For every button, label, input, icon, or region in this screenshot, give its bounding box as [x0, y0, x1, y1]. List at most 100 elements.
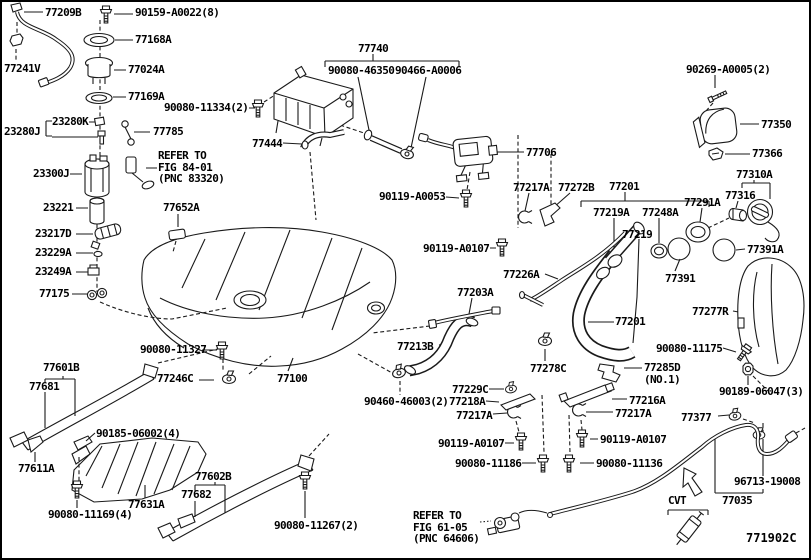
vsv-valve	[452, 135, 498, 183]
cap-seals	[667, 207, 748, 262]
part-label-90269-A0005: 90269-A0005(2)	[686, 63, 771, 76]
part-label-77209B: 77209B	[45, 6, 82, 19]
part-label-23229A: 23229A	[35, 246, 72, 259]
part-label-77272B: 77272B	[558, 181, 595, 194]
part-label-77213B: 77213B	[397, 340, 434, 353]
tank-band-rear	[157, 454, 315, 542]
part-label-77201-1: 77201	[609, 180, 640, 193]
part-label-77444: 77444	[252, 137, 283, 150]
part-label-90080-11334: 90080-11334(2)	[164, 101, 249, 114]
part-label-90460-46003: 90460-46003(2)	[364, 395, 449, 408]
charcoal-canister-assembly	[273, 65, 498, 183]
cvt-actuator	[676, 510, 705, 546]
part-label-77631A: 77631A	[128, 498, 165, 511]
part-label-23280J: 23280J	[4, 125, 41, 138]
part-label-77246C: 77246C	[157, 372, 194, 385]
part-label-77219A: 77219A	[593, 206, 630, 219]
part-label-77366: 77366	[752, 147, 783, 160]
part-label-23249A: 23249A	[35, 265, 72, 278]
part-label-77203A: 77203A	[457, 286, 494, 299]
cable-lock-mechanism	[486, 509, 548, 536]
figure-code: 771902C	[746, 531, 797, 545]
fuel-pump-assembly-parts	[83, 32, 186, 301]
band-spacer	[27, 435, 44, 453]
part-label-96713-19008: 96713-19008	[734, 475, 801, 488]
part-label-77100: 77100	[277, 372, 308, 385]
part-label-77241V: 77241V	[4, 62, 41, 75]
fuel-tank-drawing	[141, 227, 397, 367]
part-label-77278C: 77278C	[530, 362, 567, 375]
part-label-77785: 77785	[153, 125, 184, 138]
part-label-90080-11136: 90080-11136	[596, 457, 663, 470]
part-label-90185-06002: 90185-06002(4)	[96, 427, 181, 440]
part-label-77681: 77681	[29, 380, 60, 393]
lid-hinge	[708, 147, 724, 161]
part-label-77217A-3: 77217A	[456, 409, 493, 422]
part-label-90119-A0107-1: 90119-A0107	[423, 242, 490, 255]
direction-arrow	[682, 467, 703, 497]
part-label-77169A: 77169A	[128, 90, 165, 103]
part-label-23221: 23221	[43, 201, 74, 214]
part-label-90080-46350: 90080-46350	[328, 64, 395, 77]
part-label-23280K: 23280K	[52, 115, 89, 128]
filler-pipe-assembly	[518, 221, 668, 362]
part-label-77611A: 77611A	[18, 462, 55, 475]
part-label-90189-06047: 90189-06047(3)	[719, 385, 804, 398]
part-label-23217D: 23217D	[35, 227, 72, 240]
part-label-90080-11267: 90080-11267(2)	[274, 519, 359, 532]
part-label-77316: 77316	[725, 189, 756, 202]
part-label-77391A: 77391A	[747, 243, 784, 256]
part-label-77706: 77706	[526, 146, 557, 159]
part-label-77291A: 77291A	[684, 196, 721, 209]
part-label-77024A: 77024A	[128, 63, 165, 76]
part-label-90080-11327: 90080-11327	[140, 343, 207, 356]
part-label-77035: 77035	[722, 494, 753, 507]
fuel-lid	[692, 107, 738, 149]
filler-protector	[737, 257, 805, 377]
leader-lines	[24, 11, 764, 518]
part-label-77217A-1: 77217A	[513, 181, 550, 194]
part-label-90080-11186: 90080-11186	[455, 457, 522, 470]
part-label-77201-2: 77201	[615, 315, 646, 328]
part-label-77229C: 77229C	[452, 383, 489, 396]
part-label-77350: 77350	[761, 118, 792, 131]
part-label-77219: 77219	[622, 228, 653, 241]
lid-screw	[707, 90, 728, 104]
part-label-77217A-2: 77217A	[615, 407, 652, 420]
part-label-77168A: 77168A	[135, 33, 172, 46]
part-label-90119-A0107-2: 90119-A0107	[438, 437, 505, 450]
fuel-inlet-hose	[403, 315, 479, 377]
part-label-77216A: 77216A	[629, 394, 666, 407]
part-label-77175: 77175	[39, 287, 70, 300]
part-label-23300J: 23300J	[33, 167, 70, 180]
fuel-sender-gauge-wire	[9, 2, 75, 88]
fuel-tube	[427, 306, 501, 329]
part-label-77652A: 77652A	[163, 201, 200, 214]
part-label-90080-11169: 90080-11169(4)	[48, 508, 133, 521]
fuel-tube-77035	[546, 422, 798, 519]
part-label-90119-A0107-3: 90119-A0107	[600, 433, 667, 446]
part-label-77226A: 77226A	[503, 268, 540, 281]
part-label-90159-A0022: 90159-A0022(8)	[135, 6, 220, 19]
part-label-77377: 77377	[681, 411, 712, 424]
part-label-77310A: 77310A	[736, 168, 773, 181]
note-refer-fig-61-05: REFER TO FIG 61-05 (PNC 64606)	[413, 509, 480, 545]
callout-brackets	[44, 54, 771, 517]
part-label-77391: 77391	[665, 272, 696, 285]
note-refer-fig-84-01: REFER TO FIG 84-01 (PNC 83320)	[158, 149, 225, 185]
heat-shield-drawing	[71, 435, 207, 503]
part-label-90466-A0006: 90466-A0006	[395, 64, 462, 77]
clamps-and-brackets	[221, 202, 766, 440]
part-label-77602B: 77602B	[195, 470, 232, 483]
part-label-77218A: 77218A	[449, 395, 486, 408]
part-label-90080-11175: 90080-11175	[656, 342, 723, 355]
note-cvt: CVT	[668, 494, 687, 507]
fuel-cap	[746, 198, 780, 243]
part-label-77277R: 77277R	[692, 305, 729, 318]
part-label-77285D: 77285D (NO.1)	[644, 361, 681, 386]
part-label-77682: 77682	[181, 488, 212, 501]
part-label-77601B: 77601B	[43, 361, 80, 374]
part-label-90119-A0053: 90119-A0053	[379, 190, 446, 203]
part-label-77740: 77740	[358, 42, 389, 55]
